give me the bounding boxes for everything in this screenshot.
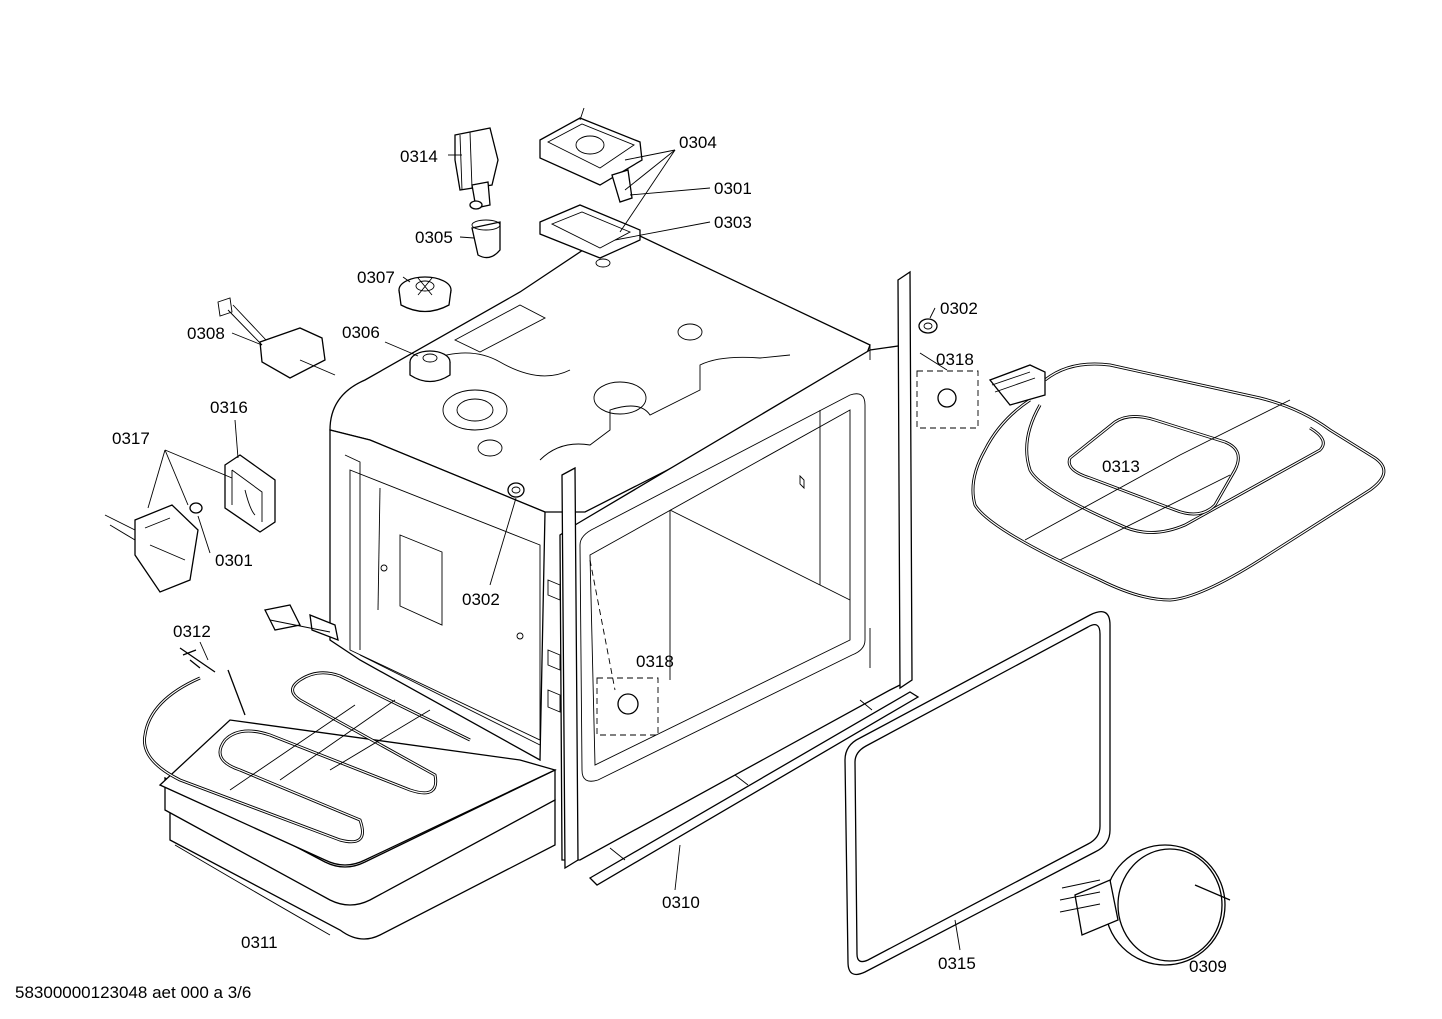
lamp-cover-0305 bbox=[471, 219, 501, 259]
door-gasket-0315 bbox=[844, 611, 1111, 976]
label-0314: 0314 bbox=[400, 147, 438, 166]
label-0309: 0309 bbox=[1189, 957, 1227, 976]
label-0311: 0311 bbox=[241, 933, 278, 952]
label-0318-mid: 0318 bbox=[636, 652, 674, 671]
label-0312: 0312 bbox=[173, 622, 211, 641]
knob-0302-mid bbox=[507, 482, 525, 498]
label-0301-left: 0301 bbox=[215, 551, 253, 570]
insulation-mat-0311 bbox=[158, 719, 557, 940]
leader-lines bbox=[147, 149, 961, 951]
label-0302-top: 0302 bbox=[940, 299, 978, 318]
label-0308: 0308 bbox=[187, 324, 225, 343]
label-0313: 0313 bbox=[1102, 457, 1140, 476]
label-0302-mid: 0302 bbox=[462, 590, 500, 609]
fan-cover-0307 bbox=[398, 276, 452, 313]
label-0304: 0304 bbox=[679, 133, 717, 152]
cover-0316 bbox=[224, 454, 276, 533]
part-labels: 0314 0304 0301 0303 0305 0307 0302 0308 … bbox=[112, 133, 1227, 976]
label-0303: 0303 bbox=[714, 213, 752, 232]
thermostat-bracket-0314 bbox=[454, 127, 499, 210]
door-seal-strip-0310 bbox=[588, 691, 920, 886]
label-0317: 0317 bbox=[112, 429, 150, 448]
oven-cavity bbox=[329, 231, 913, 870]
label-0310: 0310 bbox=[662, 893, 700, 912]
label-0307: 0307 bbox=[357, 268, 395, 287]
door-switch-0308 bbox=[217, 297, 336, 379]
grill-element-0313 bbox=[971, 362, 1386, 602]
lamp-glass-0303 bbox=[539, 204, 641, 268]
callout-box-0318-mid bbox=[589, 559, 659, 736]
callout-box-0318-top bbox=[916, 370, 979, 429]
label-0305: 0305 bbox=[415, 228, 453, 247]
lamp-housing-0304 bbox=[539, 107, 643, 203]
label-0301-top: 0301 bbox=[714, 179, 752, 198]
label-0306: 0306 bbox=[342, 323, 380, 342]
label-0315: 0315 bbox=[938, 954, 976, 973]
element-bracket bbox=[264, 604, 339, 642]
document-code: 58300000123048 aet 000 a 3/6 bbox=[15, 983, 251, 1002]
label-0316: 0316 bbox=[210, 398, 248, 417]
thermostat-0317 bbox=[104, 502, 203, 593]
thermostat-sensor-0306 bbox=[409, 350, 451, 383]
label-0318-top: 0318 bbox=[936, 350, 974, 369]
knob-0302-top bbox=[918, 318, 938, 334]
ring-heater-0309 bbox=[1059, 844, 1231, 966]
bottom-heating-element-0312 bbox=[142, 647, 471, 844]
